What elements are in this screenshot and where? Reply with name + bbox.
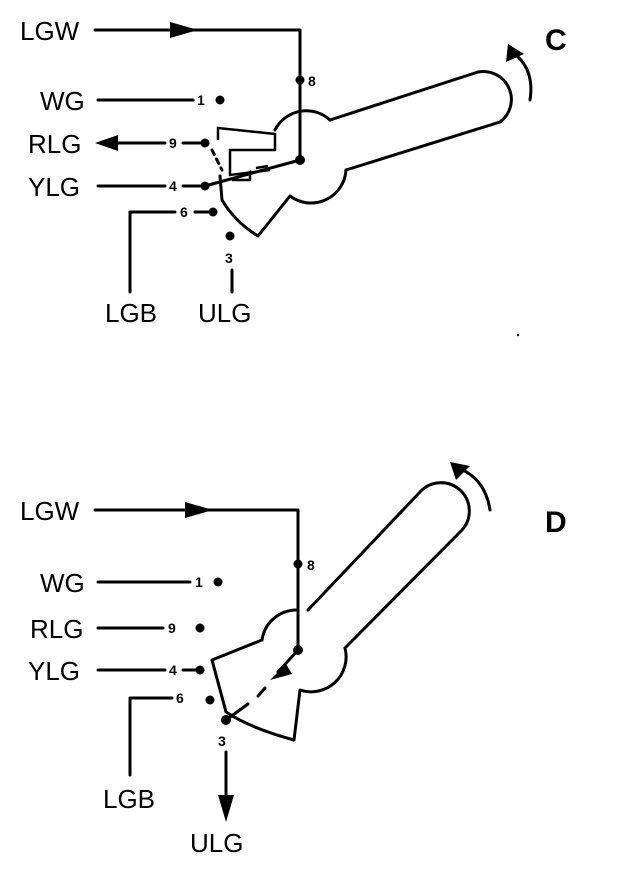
rotation-arrow-icon-d [456,466,492,512]
rotation-arrow-icon [510,50,533,102]
hub-arc [273,109,332,132]
wire-label-lgb-d: LGB [103,784,155,814]
wire-label-rlg: RLG [28,129,81,159]
arrow-diag-icon [270,664,292,680]
terminal-8-label-d: 8 [307,557,315,573]
diagram-d-title: D [545,506,567,539]
terminal-8-dot-d [293,559,303,569]
contact-link [203,158,302,188]
pivot-dot [295,155,305,165]
terminal-9-dot-d [195,623,205,633]
terminal-6-label-d: 6 [176,690,184,706]
wire-lgb-d [128,696,174,777]
terminal-1-dot [215,95,225,105]
wire-label-rlg-d: RLG [30,614,83,644]
terminal-9-label-d: 9 [168,620,176,636]
terminal-1-label: 1 [197,92,205,108]
terminal-8-dot [295,75,305,85]
contact-plate [216,126,277,177]
lever-arm [328,70,513,172]
link-end-d [224,702,250,722]
terminal-4-label-d: 4 [169,662,177,678]
wire-label-ylg: YLG [28,172,80,202]
terminal-4-dot-d [195,665,205,675]
lever-hub [218,168,348,238]
diagram-c-title: C [545,24,567,57]
wire-label-lgw-d: LGW [20,496,80,526]
hub-dash [210,148,224,172]
wire-lgw [93,28,302,162]
wire-lgb [128,210,177,294]
terminal-8-label: 8 [308,73,316,89]
terminal-6-dot-d [205,695,215,705]
wire-label-wg-d: WG [40,568,85,598]
speck [516,333,520,337]
switch-lever-c [200,70,513,238]
wire-lgw-d [93,508,300,652]
terminal-9-label: 9 [169,135,177,151]
terminal-1-label-d: 1 [195,574,203,590]
wire-label-ylg-d: YLG [28,656,80,686]
terminal-4-label: 4 [169,178,177,194]
terminal-9-dot [200,138,210,148]
hub-arc-d [260,608,300,642]
terminal-1-dot-d [213,577,223,587]
arrow-left-icon [95,135,118,151]
arrow-down-icon [218,795,234,822]
link-dash-d [256,686,267,698]
terminal-3-dot [225,231,235,241]
diagram-d: D LGW 8 WG 1 RLG 9 YLG 4 6 LGB 3 [20,462,567,858]
rotation-arrowhead-icon-d [450,462,470,480]
wire-label-ulg-d: ULG [190,828,243,858]
pivot-dot-d [293,645,303,655]
diagram-c: C LGW 8 WG 1 RLG 9 YLG 4 6 LGB [20,16,567,328]
terminal-3-label-d: 3 [218,733,226,749]
terminal-3-label: 3 [225,250,233,266]
terminal-6-dot [208,207,218,217]
wire-label-lgw: LGW [20,16,80,46]
rotation-arrowhead-icon [506,44,524,62]
lever-hub-d [210,638,348,742]
wire-label-lgb: LGB [105,298,157,328]
wire-label-ulg: ULG [198,298,251,328]
lever-arm-d [306,481,471,650]
arrow-right-icon-d [185,502,213,518]
terminal-6-label: 6 [180,204,188,220]
arrow-right-icon [170,22,198,38]
switch-lever-d [210,481,471,742]
wire-label-wg: WG [40,86,85,116]
